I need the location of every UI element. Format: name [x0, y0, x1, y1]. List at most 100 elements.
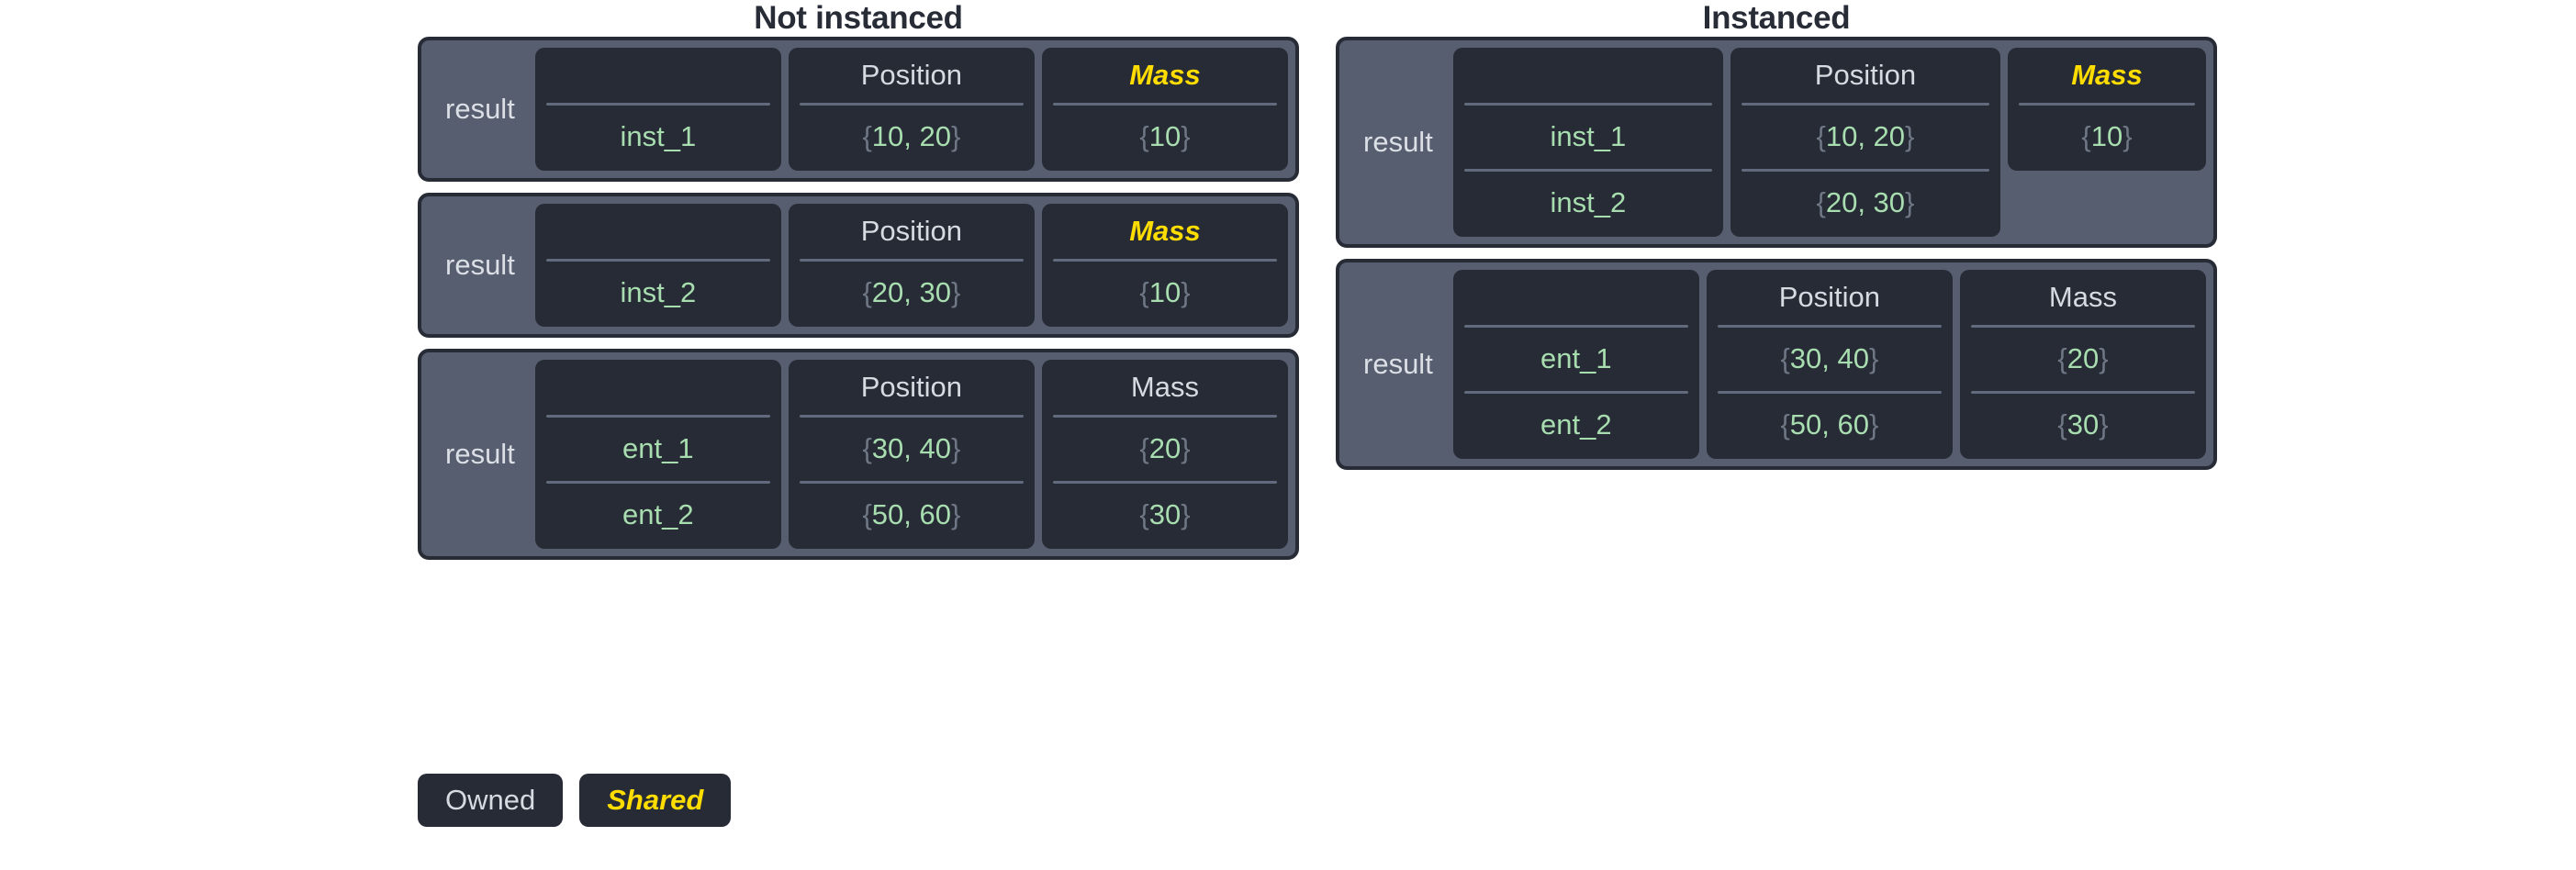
row-separator: [1463, 169, 1712, 172]
row-separator: [799, 259, 1024, 262]
column-header: Mass: [2071, 59, 2143, 91]
group-label: result: [1363, 348, 1433, 380]
data-column: Mass {10}: [1041, 48, 1288, 171]
brace-close: }: [951, 432, 961, 464]
data-cell: ent_2: [622, 498, 694, 530]
data-cell: {20}: [2057, 342, 2109, 374]
column-title-instanced: Instanced: [1702, 0, 1851, 36]
data-column: Mass {20} {30}: [1959, 270, 2206, 459]
row-separator: [1052, 481, 1277, 484]
data-column: inst_2: [534, 204, 781, 327]
brace-close: }: [1905, 120, 1915, 152]
column-header: [535, 365, 781, 409]
group-label: result: [1363, 126, 1433, 158]
brace-close: }: [1181, 120, 1191, 152]
data-column: Mass{20}{30}: [1041, 360, 1288, 549]
row-separator: [799, 415, 1024, 418]
row-separator: [799, 481, 1024, 484]
data-column: Position {30, 40} {50, 60}: [1706, 270, 1953, 459]
brace-open: {: [862, 276, 872, 308]
data-column: inst_1: [534, 48, 781, 171]
brace-close: }: [1181, 276, 1191, 308]
column-title-not-instanced: Not instanced: [754, 0, 963, 36]
brace-open: {: [1816, 120, 1826, 152]
data-cell: {10}: [1139, 276, 1191, 308]
data-cell: {30}: [2057, 408, 2109, 441]
brace-close: }: [2122, 120, 2133, 152]
row-separator: [545, 481, 770, 484]
brace-open: {: [1780, 408, 1790, 441]
brace-open: {: [1139, 498, 1149, 530]
brace-close: }: [2099, 342, 2109, 374]
column-header: Mass: [1129, 59, 1201, 91]
row-separator: [1717, 391, 1942, 394]
data-cell: inst_2: [620, 276, 697, 308]
data-cell: {30}: [1139, 498, 1191, 530]
data-cell: {20, 30}: [862, 276, 961, 308]
brace-close: }: [2099, 408, 2109, 441]
brace-open: {: [1139, 276, 1149, 308]
row-separator: [1741, 169, 1989, 172]
column-header: Mass: [1130, 371, 1199, 403]
row-separator: [1717, 325, 1942, 328]
brace-close: }: [1181, 432, 1191, 464]
legend: Owned Shared: [418, 774, 732, 827]
data-cell: ent_1: [622, 432, 694, 464]
data-cell: {30, 40}: [1780, 342, 1879, 374]
column-header: Position: [860, 215, 963, 247]
legend-badge-owned: Owned: [418, 774, 564, 827]
row-separator: [1052, 103, 1277, 106]
data-cell: {10}: [1139, 120, 1191, 152]
group-label: result: [445, 93, 515, 125]
brace-close: }: [1905, 186, 1915, 218]
group-columns: inst_1 Position{10, 20} Mass {10}: [534, 48, 1288, 171]
data-cell: {10, 20}: [1816, 120, 1915, 152]
group-columns: inst_2 Position {20, 30} Mass {10}: [534, 204, 1288, 327]
brace-open: {: [862, 120, 872, 152]
row-separator: [1052, 415, 1277, 418]
brace-close: }: [1869, 408, 1879, 441]
data-cell: {50, 60}: [1780, 408, 1879, 441]
not-instanced-column: Not instanced result inst_1 Position{10, …: [418, 0, 1299, 560]
row-separator: [1970, 391, 2195, 394]
row-separator: [1970, 325, 2195, 328]
data-column: Position{10, 20}: [788, 48, 1035, 171]
column-header: [1453, 53, 1723, 97]
data-column: Position {20, 30}: [788, 204, 1035, 327]
row-separator: [1463, 325, 1688, 328]
row-separator: [1741, 103, 1989, 106]
data-cell: inst_1: [1550, 120, 1627, 152]
data-column: Mass {10}: [2008, 48, 2206, 171]
row-separator: [799, 103, 1024, 106]
brace-open: {: [2081, 120, 2091, 152]
column-header: [1453, 275, 1699, 319]
data-cell: {30, 40}: [862, 432, 961, 464]
brace-open: {: [1139, 432, 1149, 464]
data-cell: {10}: [2081, 120, 2133, 152]
brace-open: {: [862, 432, 872, 464]
column-header: Mass: [2048, 281, 2117, 313]
column-header: Position: [1778, 281, 1881, 313]
group-label: result: [445, 249, 515, 281]
column-header: Mass: [1129, 215, 1201, 247]
column-header: Position: [1814, 59, 1917, 91]
data-column: Position{10, 20}{20, 30}: [1730, 48, 2000, 237]
row-separator: [2019, 103, 2195, 106]
data-column: ent_1 ent_2: [534, 360, 781, 549]
column-header: [535, 209, 781, 253]
brace-open: {: [2057, 408, 2067, 441]
data-cell: inst_1: [620, 120, 697, 152]
result-group: result inst_1 Position{10, 20} Mass {10}: [418, 37, 1299, 182]
row-separator: [1463, 391, 1688, 394]
data-cell: {50, 60}: [862, 498, 961, 530]
